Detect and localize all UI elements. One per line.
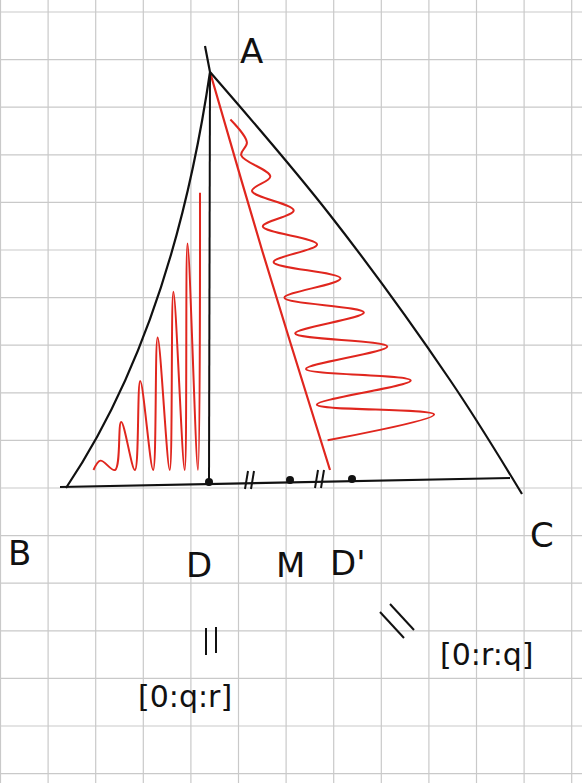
grid-line [238, 0, 239, 783]
equals-sign [205, 628, 207, 655]
grid-line [0, 630, 582, 631]
grid-line [0, 0, 1, 783]
hatching [93, 193, 200, 470]
triangle-side [60, 478, 510, 487]
grid-line [0, 487, 582, 488]
grid-line [428, 0, 429, 783]
point-label: C [530, 518, 554, 552]
grid-line [0, 678, 582, 679]
coordinate-label: [0:r:q] [440, 640, 534, 670]
grid-line [0, 535, 582, 536]
equal-tick [251, 471, 254, 489]
triangle-side [210, 72, 522, 494]
point-label: D' [330, 546, 366, 580]
point [348, 475, 356, 483]
grid-line [0, 583, 582, 584]
hatching [230, 120, 434, 441]
grid-line [0, 297, 582, 298]
equals-sign [215, 627, 217, 653]
grid-line [0, 725, 582, 726]
triangle-side [66, 46, 210, 488]
grid-line [0, 107, 582, 108]
grid-line [381, 0, 382, 783]
grid-line [0, 392, 582, 393]
grid-line [95, 0, 96, 783]
triangle-figure [60, 46, 522, 655]
grid-line [286, 0, 287, 783]
point-label: B [8, 536, 31, 570]
coordinate-label: [0:q:r] [138, 682, 232, 712]
grid-line [0, 773, 582, 774]
grid-line [0, 59, 582, 60]
grid-line [0, 440, 582, 441]
point-label: D [186, 548, 212, 582]
grid-line [190, 0, 191, 783]
equal-tick [245, 471, 248, 489]
point-label: M [276, 548, 305, 582]
equal-tick [315, 470, 318, 488]
grid-line [333, 0, 334, 783]
point [286, 476, 294, 484]
grid-line [0, 202, 582, 203]
equal-tick [321, 470, 324, 488]
grid-line [0, 154, 582, 155]
red-segment [210, 72, 330, 470]
point [205, 478, 213, 486]
grid-line [0, 249, 582, 250]
grid-line [47, 0, 48, 783]
equals-sign [390, 604, 414, 630]
point-label: A [240, 34, 263, 68]
altitude [209, 72, 210, 482]
grid-line [571, 0, 572, 783]
grid-line [0, 11, 582, 12]
